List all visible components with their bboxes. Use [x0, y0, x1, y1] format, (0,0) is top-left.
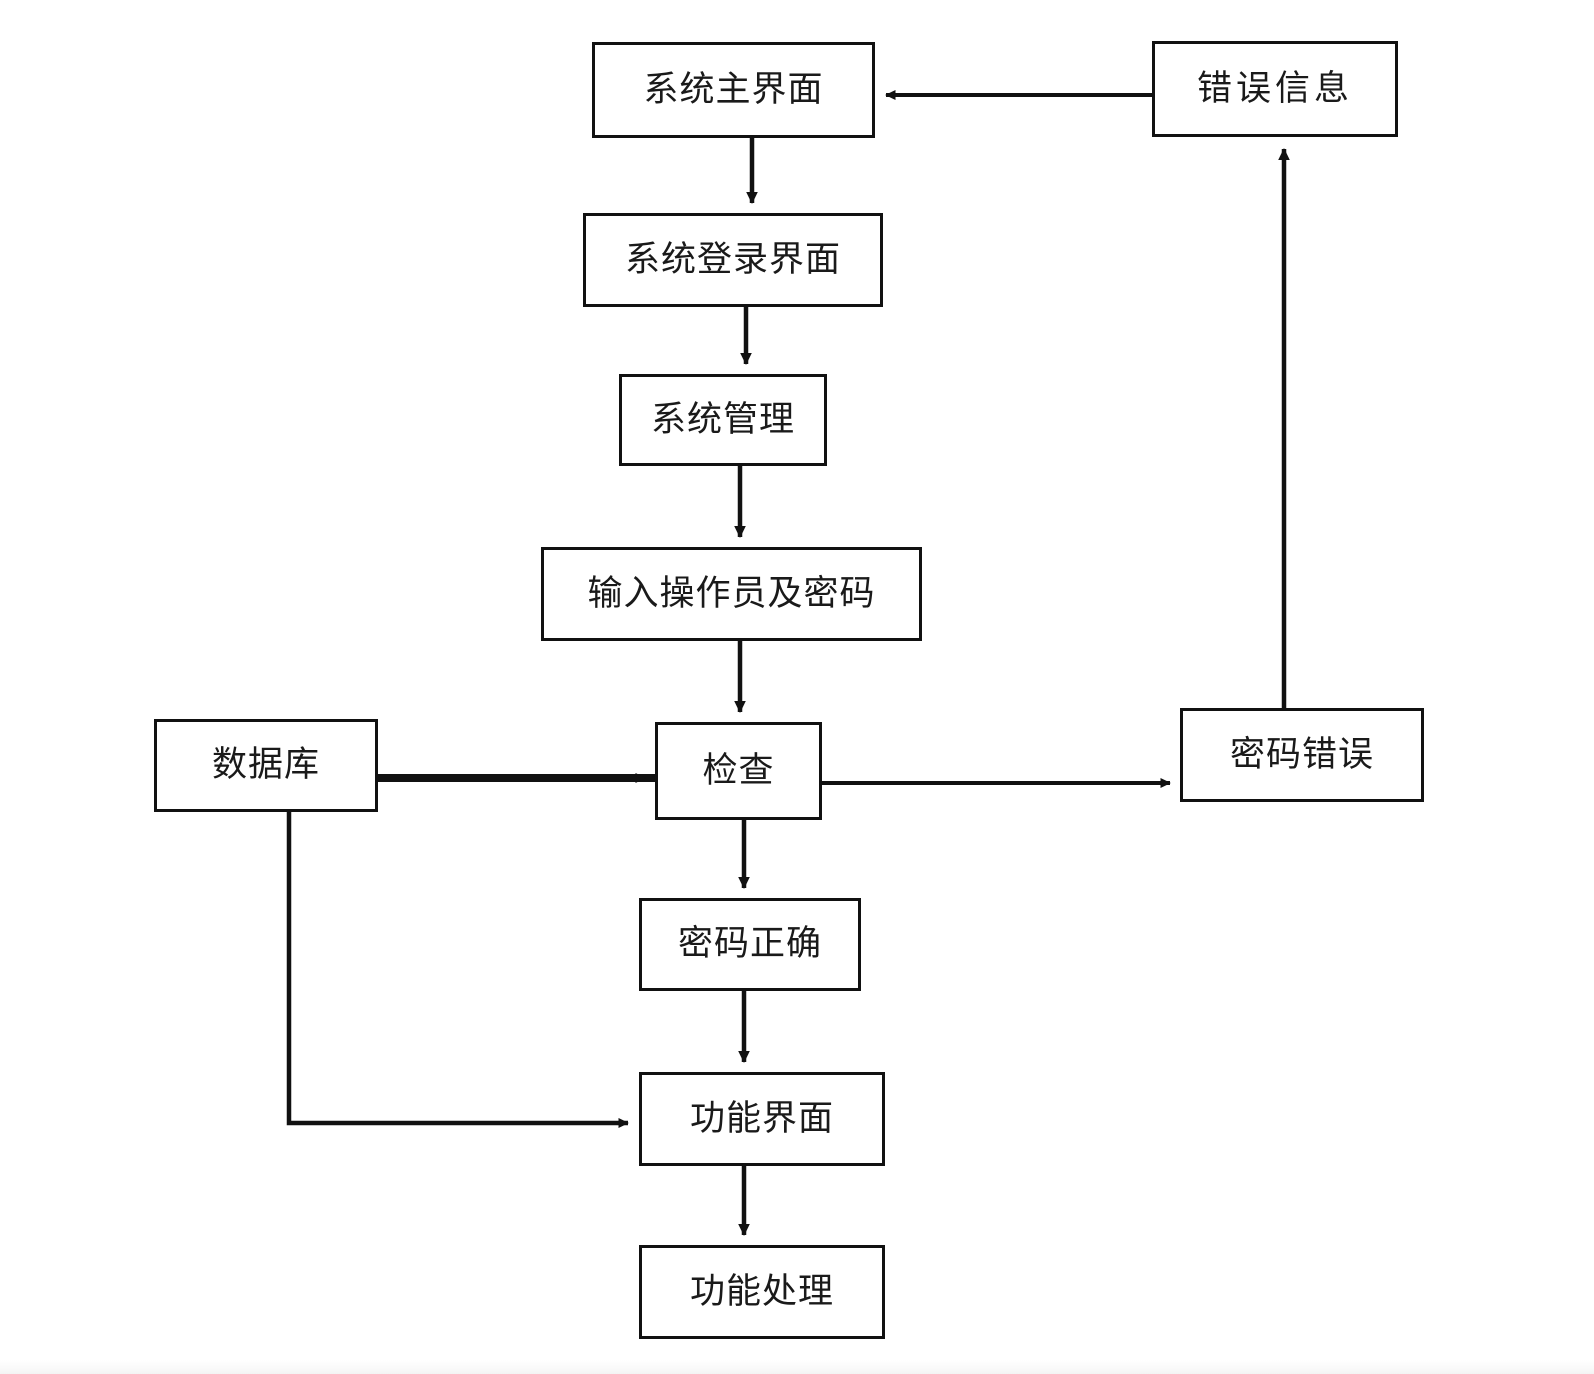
node-login-ui-label: 系统登录界面 — [624, 239, 841, 279]
node-sys-manage-label: 系统管理 — [650, 399, 795, 439]
node-input-credentials[interactable]: 输入操作员及密码 — [541, 547, 922, 641]
node-function-ui[interactable]: 功能界面 — [639, 1072, 885, 1166]
node-login-ui[interactable]: 系统登录界面 — [583, 213, 883, 307]
node-password-correct[interactable]: 密码正确 — [639, 898, 861, 991]
node-password-error[interactable]: 密码错误 — [1180, 708, 1424, 802]
node-input-credentials-label: 输入操作员及密码 — [587, 573, 876, 613]
node-password-correct-label: 密码正确 — [677, 924, 822, 963]
node-sys-manage[interactable]: 系统管理 — [619, 374, 827, 466]
node-function-process[interactable]: 功能处理 — [639, 1245, 885, 1339]
edge-database-to-func-ui — [286, 812, 629, 1129]
node-database-label: 数据库 — [211, 745, 320, 784]
node-main-ui-label: 系统主界面 — [643, 69, 824, 109]
node-function-process-label: 功能处理 — [689, 1271, 834, 1311]
node-error-message[interactable]: 错误信息 — [1152, 41, 1398, 137]
node-check-label: 检查 — [702, 750, 775, 790]
node-check[interactable]: 检查 — [655, 722, 822, 820]
node-database[interactable]: 数据库 — [154, 719, 378, 812]
node-main-ui[interactable]: 系统主界面 — [592, 42, 875, 138]
node-error-message-label: 错误信息 — [1196, 68, 1353, 108]
node-function-ui-label: 功能界面 — [689, 1098, 834, 1138]
node-password-error-label: 密码错误 — [1229, 734, 1374, 774]
